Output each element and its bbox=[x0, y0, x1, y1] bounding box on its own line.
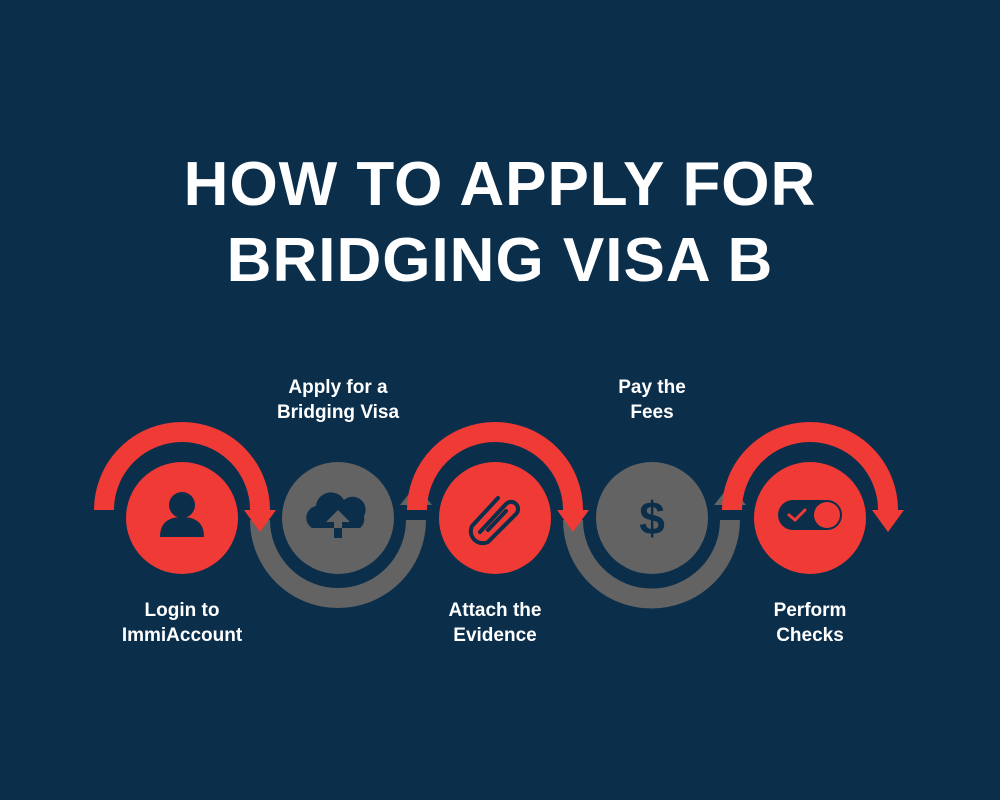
step-3-label: Attach the Evidence bbox=[395, 598, 595, 648]
step-1-label: Login to ImmiAccount bbox=[82, 598, 282, 648]
title-line-1: HOW TO APPLY FOR bbox=[183, 150, 817, 219]
step-2-label-line-2: Bridging Visa bbox=[276, 402, 400, 423]
step-4-label-line-1: Pay the bbox=[618, 377, 686, 398]
title-line-2: BRIDGING VISA B bbox=[226, 226, 774, 295]
step-3-label-line-2: Evidence bbox=[453, 625, 537, 646]
step-5-label: Perform Checks bbox=[710, 598, 910, 648]
paperclip-icon bbox=[468, 496, 521, 546]
toggle-check-icon bbox=[778, 500, 842, 530]
step-5-label-line-2: Checks bbox=[776, 625, 844, 646]
red-arc-3 bbox=[722, 422, 904, 532]
step-4-label-line-2: Fees bbox=[630, 402, 674, 423]
step-5-label-line-1: Perform bbox=[773, 600, 847, 621]
step-3-label-line-1: Attach the bbox=[448, 600, 542, 621]
step-1-label-line-1: Login to bbox=[144, 600, 220, 621]
user-icon bbox=[160, 492, 204, 537]
step-2-label: Apply for a Bridging Visa bbox=[238, 375, 438, 425]
red-arc-2 bbox=[407, 422, 589, 532]
dollar-icon: $ bbox=[639, 492, 665, 544]
red-arc-1 bbox=[94, 422, 276, 532]
step-4-label: Pay the Fees bbox=[552, 375, 752, 425]
step-2-label-line-1: Apply for a bbox=[288, 377, 388, 398]
step-4-circle bbox=[596, 462, 708, 574]
cloud-upload-icon bbox=[306, 492, 366, 538]
step-1-label-line-2: ImmiAccount bbox=[121, 625, 243, 646]
